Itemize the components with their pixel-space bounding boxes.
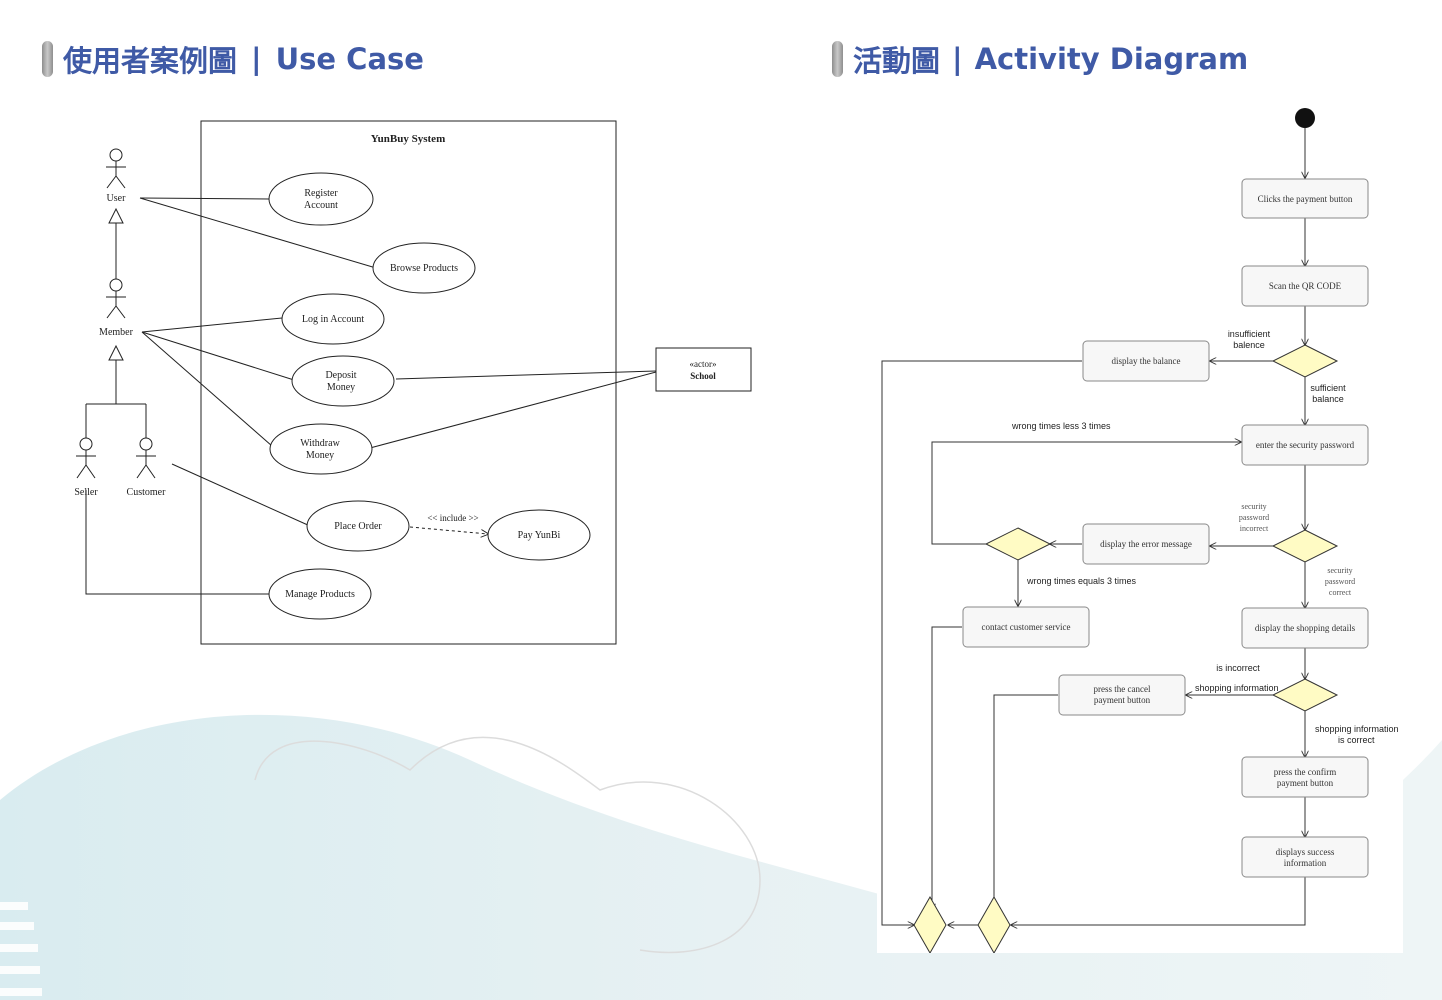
action-contact-service-label: contact customer service — [982, 622, 1071, 632]
action-display-success — [1241, 836, 1369, 878]
guard-shop-correct: is correct — [1338, 735, 1375, 745]
use-case-heading-en: Use Case — [275, 42, 424, 76]
use-case-register-label: Register — [304, 188, 338, 199]
action-cancel-payment — [1058, 674, 1186, 716]
action-display-error-label: display the error message — [1100, 539, 1192, 549]
merge-node-right — [977, 895, 1011, 953]
actor-member-icon — [106, 278, 126, 319]
heading-pill-icon — [42, 41, 53, 77]
actor-seller-icon — [76, 437, 96, 479]
action-display-balance — [1082, 340, 1210, 382]
use-case-browse-label: Browse Products — [390, 263, 458, 274]
use-case-manage — [268, 568, 372, 620]
guard-shop-correct: shopping information — [1315, 724, 1399, 734]
actor-school-stereotype: «actor» — [690, 359, 717, 369]
guard-wrong-equals: wrong times equals 3 times — [1026, 576, 1137, 586]
guard-sufficient: balance — [1312, 394, 1344, 404]
action-confirm-payment-label: press the confirm — [1274, 767, 1336, 777]
guard-pw-incorrect: incorrect — [1240, 524, 1269, 533]
use-case-withdraw-label: Withdraw — [300, 438, 340, 449]
actor-seller-label: Seller — [74, 487, 98, 498]
use-case-manage-label: Manage Products — [285, 589, 355, 600]
guard-wrong-less: wrong times less 3 times — [1011, 421, 1111, 431]
guard-pw-incorrect: security — [1241, 502, 1266, 511]
action-cancel-payment-label: press the cancel — [1094, 684, 1151, 694]
actor-user-label: User — [107, 193, 127, 204]
use-case-register — [268, 172, 374, 226]
heading-separator: | — [952, 42, 963, 76]
action-display-details — [1241, 607, 1369, 649]
heading-pill-icon — [832, 41, 843, 77]
guard-pw-correct: password — [1325, 577, 1355, 586]
actor-member-label: Member — [99, 327, 134, 338]
activity-heading: 活動圖 | Activity Diagram — [832, 38, 1248, 80]
use-case-withdraw-label: Money — [306, 450, 334, 461]
use-case-register-label: Account — [304, 200, 338, 211]
use-case-withdraw — [269, 423, 373, 475]
guard-pw-incorrect: password — [1239, 513, 1269, 522]
actor-school-box — [655, 347, 752, 392]
actor-school-label: School — [690, 371, 716, 381]
use-case-login-label: Log in Account — [302, 314, 364, 325]
include-label: << include >> — [427, 513, 478, 523]
use-case-login — [281, 293, 385, 345]
action-enter-password — [1241, 424, 1369, 466]
merge-node-left — [913, 895, 947, 953]
action-display-error — [1082, 523, 1210, 565]
use-case-pay-label: Pay YunBi — [518, 530, 561, 541]
use-case-heading: 使用者案例圖 | Use Case — [42, 38, 424, 80]
activity-heading-cn: 活動圖 — [853, 44, 941, 78]
use-case-deposit — [291, 355, 395, 407]
action-enter-password-label: enter the security password — [1256, 440, 1355, 450]
action-confirm-payment — [1241, 756, 1369, 798]
action-display-success-label: displays success — [1276, 847, 1335, 857]
action-scan-qr — [1241, 265, 1369, 307]
heading-separator: | — [251, 42, 262, 76]
actor-user-icon — [106, 148, 126, 189]
guard-pw-correct: security — [1327, 566, 1352, 575]
decision-password — [1271, 529, 1339, 563]
initial-node — [1295, 108, 1315, 128]
system-title: YunBuy System — [371, 133, 445, 145]
use-case-place-order — [306, 500, 410, 552]
use-case-pay — [487, 509, 591, 561]
actor-customer-label: Customer — [127, 487, 167, 498]
action-display-balance-label: display the balance — [1112, 356, 1181, 366]
guard-shop-incorrect-2: is incorrect — [1216, 663, 1260, 673]
guard-sufficient: sufficient — [1310, 383, 1346, 393]
action-contact-service — [962, 606, 1090, 648]
action-cancel-payment-label: payment button — [1094, 695, 1151, 705]
guard-shop-incorrect: shopping information — [1195, 683, 1279, 693]
decision-balance — [1271, 344, 1339, 378]
action-clicks-payment-label: Clicks the payment button — [1258, 194, 1353, 204]
activity-diagram: Clicks the payment button Scan the QR CO… — [881, 108, 1399, 953]
guard-pw-correct: correct — [1329, 588, 1352, 597]
action-scan-qr-label: Scan the QR CODE — [1269, 281, 1342, 291]
system-boundary — [200, 120, 617, 645]
action-display-success-label: information — [1284, 858, 1327, 868]
action-confirm-payment-label: payment button — [1277, 778, 1334, 788]
use-case-place-order-label: Place Order — [334, 521, 382, 532]
actor-customer-icon — [136, 437, 156, 479]
use-case-diagram: YunBuy System User Member Seller Custome… — [74, 120, 752, 645]
guard-insufficient: insufficient — [1228, 329, 1271, 339]
decision-shopping-info — [1271, 678, 1339, 712]
use-case-browse — [372, 242, 476, 294]
use-case-heading-cn: 使用者案例圖 — [63, 44, 238, 78]
use-case-deposit-label: Deposit — [325, 370, 356, 381]
use-case-deposit-label: Money — [327, 382, 355, 393]
guard-insufficient: balence — [1233, 340, 1265, 350]
action-display-details-label: display the shopping details — [1255, 623, 1356, 633]
activity-heading-en: Activity Diagram — [974, 42, 1249, 76]
decision-wrong-times — [984, 527, 1052, 561]
action-clicks-payment — [1241, 178, 1369, 219]
